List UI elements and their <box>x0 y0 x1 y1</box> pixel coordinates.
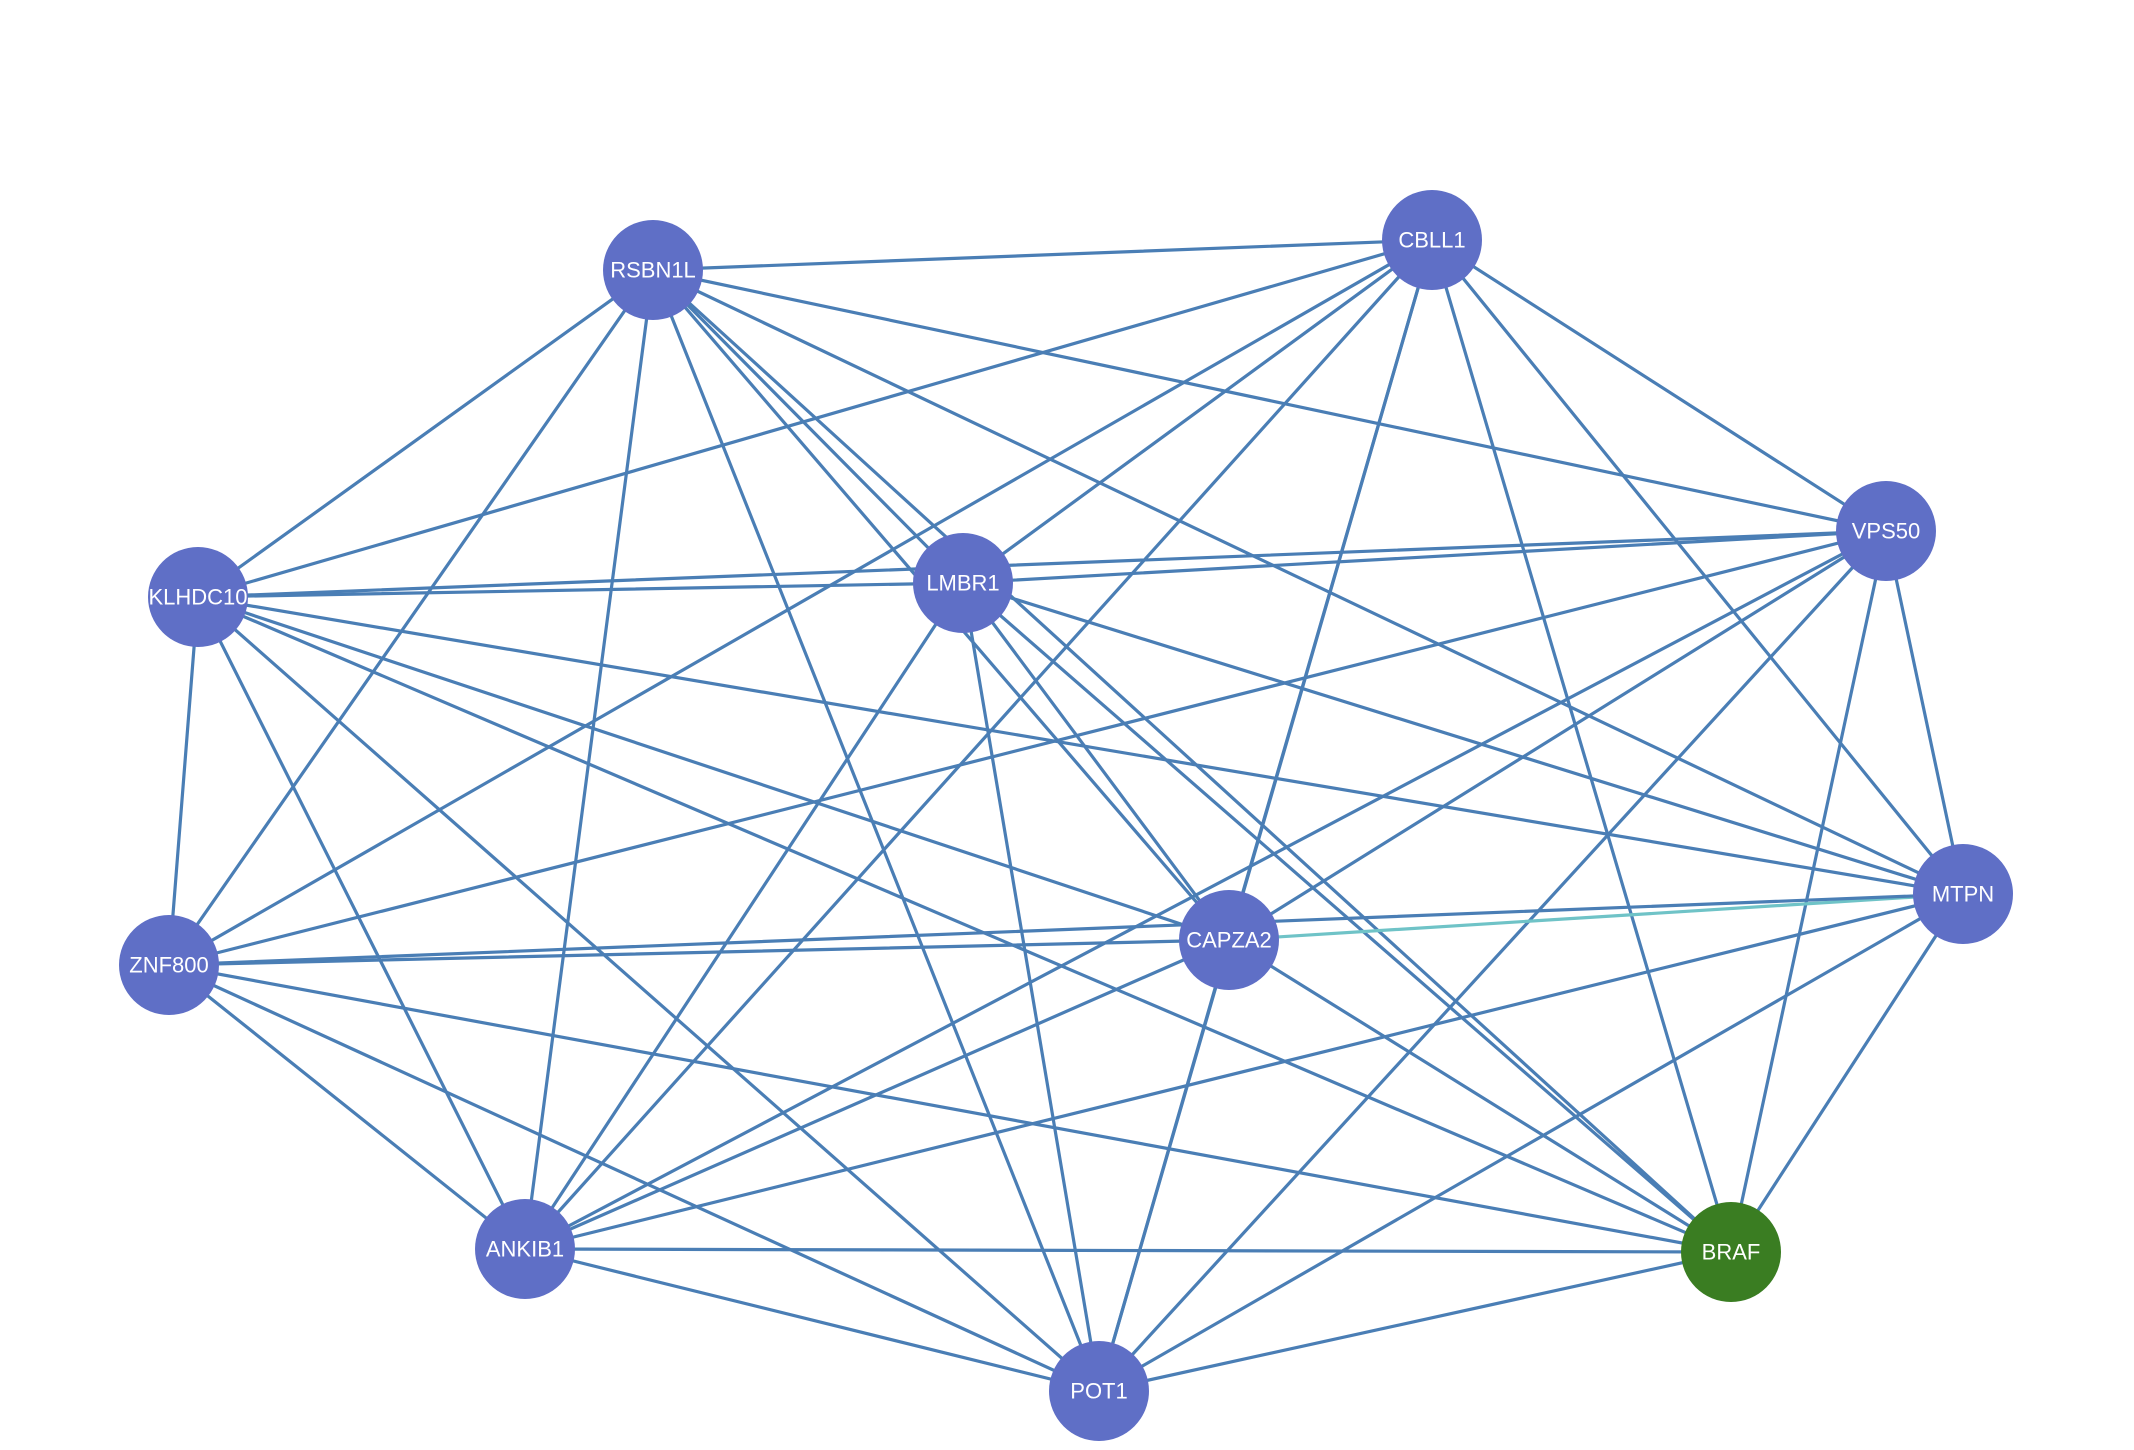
node-vps50[interactable]: VPS50 <box>1836 481 1936 581</box>
edge-rsbn1l-vps50 <box>651 268 1888 533</box>
edge-rsbn1l-klhdc10 <box>196 268 655 599</box>
edge-cbll1-klhdc10 <box>196 238 1434 599</box>
edge-klhdc10-znf800 <box>167 595 200 967</box>
edge-cbll1-ankib1 <box>523 238 1434 1251</box>
node-label: RSBN1L <box>610 258 696 283</box>
node-circle[interactable] <box>1179 890 1279 990</box>
edge-znf800-braf <box>167 963 1733 1254</box>
edge-vps50-capza2 <box>1227 529 1888 942</box>
node-label: ANKIB1 <box>486 1237 564 1262</box>
edge-vps50-ankib1 <box>523 529 1888 1251</box>
edge-braf-pot1 <box>1097 1250 1733 1393</box>
edge-klhdc10-lmbr1 <box>196 581 965 599</box>
node-circle[interactable] <box>1913 844 2013 944</box>
node-label: CAPZA2 <box>1186 928 1272 953</box>
edge-vps50-klhdc10 <box>196 529 1888 599</box>
edge-lmbr1-pot1 <box>961 581 1101 1393</box>
edge-rsbn1l-lmbr1 <box>651 268 965 585</box>
node-cbll1[interactable]: CBLL1 <box>1382 190 1482 290</box>
node-label: LMBR1 <box>926 571 999 596</box>
edge-vps50-braf <box>1729 529 1888 1254</box>
edge-klhdc10-ankib1 <box>196 595 527 1251</box>
edge-capza2-pot1 <box>1097 938 1231 1393</box>
edge-mtpn-ankib1 <box>523 892 1965 1251</box>
edge-vps50-znf800 <box>167 529 1888 967</box>
edge-mtpn-capza2 <box>1227 892 1965 942</box>
edge-lmbr1-mtpn <box>961 581 1965 896</box>
node-circle[interactable] <box>119 915 219 1015</box>
node-mtpn[interactable]: MTPN <box>1913 844 2013 944</box>
node-ankib1[interactable]: ANKIB1 <box>475 1199 575 1299</box>
node-circle[interactable] <box>1049 1341 1149 1441</box>
node-lmbr1[interactable]: LMBR1 <box>913 533 1013 633</box>
node-pot1[interactable]: POT1 <box>1049 1341 1149 1441</box>
node-label: CBLL1 <box>1398 228 1465 253</box>
edge-klhdc10-braf <box>196 595 1733 1254</box>
edge-rsbn1l-braf <box>651 268 1733 1254</box>
node-capza2[interactable]: CAPZA2 <box>1179 890 1279 990</box>
edge-rsbn1l-pot1 <box>651 268 1101 1393</box>
edge-vps50-pot1 <box>1097 529 1888 1393</box>
node-circle[interactable] <box>1382 190 1482 290</box>
edge-vps50-lmbr1 <box>961 529 1888 585</box>
node-label: POT1 <box>1070 1379 1127 1404</box>
node-circle[interactable] <box>475 1199 575 1299</box>
edge-mtpn-pot1 <box>1097 892 1965 1393</box>
edge-mtpn-znf800 <box>167 892 1965 967</box>
node-label: KLHDC10 <box>148 585 247 610</box>
edge-cbll1-mtpn <box>1430 238 1965 896</box>
node-label: VPS50 <box>1852 519 1921 544</box>
node-label: MTPN <box>1932 882 1994 907</box>
edge-klhdc10-pot1 <box>196 595 1101 1393</box>
edge-rsbn1l-cbll1 <box>651 238 1434 272</box>
edge-klhdc10-mtpn <box>196 595 1965 896</box>
edge-capza2-braf <box>1227 938 1733 1254</box>
node-circle[interactable] <box>148 547 248 647</box>
edge-rsbn1l-znf800 <box>167 268 655 967</box>
edge-mtpn-braf <box>1729 892 1965 1254</box>
node-label: BRAF <box>1702 1240 1761 1265</box>
edge-vps50-mtpn <box>1884 529 1965 896</box>
edge-cbll1-lmbr1 <box>961 238 1434 585</box>
edge-cbll1-znf800 <box>167 238 1434 967</box>
node-klhdc10[interactable]: KLHDC10 <box>148 547 248 647</box>
node-circle[interactable] <box>1681 1202 1781 1302</box>
edge-ankib1-pot1 <box>523 1247 1101 1393</box>
edge-ankib1-braf <box>523 1247 1733 1254</box>
edge-rsbn1l-ankib1 <box>523 268 655 1251</box>
node-circle[interactable] <box>603 220 703 320</box>
edge-znf800-pot1 <box>167 963 1101 1393</box>
edge-klhdc10-capza2 <box>196 595 1231 942</box>
edge-rsbn1l-mtpn <box>651 268 1965 896</box>
node-circle[interactable] <box>1836 481 1936 581</box>
node-znf800[interactable]: ZNF800 <box>119 915 219 1015</box>
edge-lmbr1-capza2 <box>961 581 1231 942</box>
edge-znf800-ankib1 <box>167 963 527 1251</box>
node-circle[interactable] <box>913 533 1013 633</box>
edge-capza2-znf800 <box>167 938 1231 967</box>
edge-cbll1-vps50 <box>1430 238 1888 533</box>
node-rsbn1l[interactable]: RSBN1L <box>603 220 703 320</box>
node-label: ZNF800 <box>129 953 208 978</box>
node-braf[interactable]: BRAF <box>1681 1202 1781 1302</box>
edge-lmbr1-ankib1 <box>523 581 965 1251</box>
edges-layer <box>167 238 1965 1393</box>
edge-cbll1-braf <box>1430 238 1733 1254</box>
